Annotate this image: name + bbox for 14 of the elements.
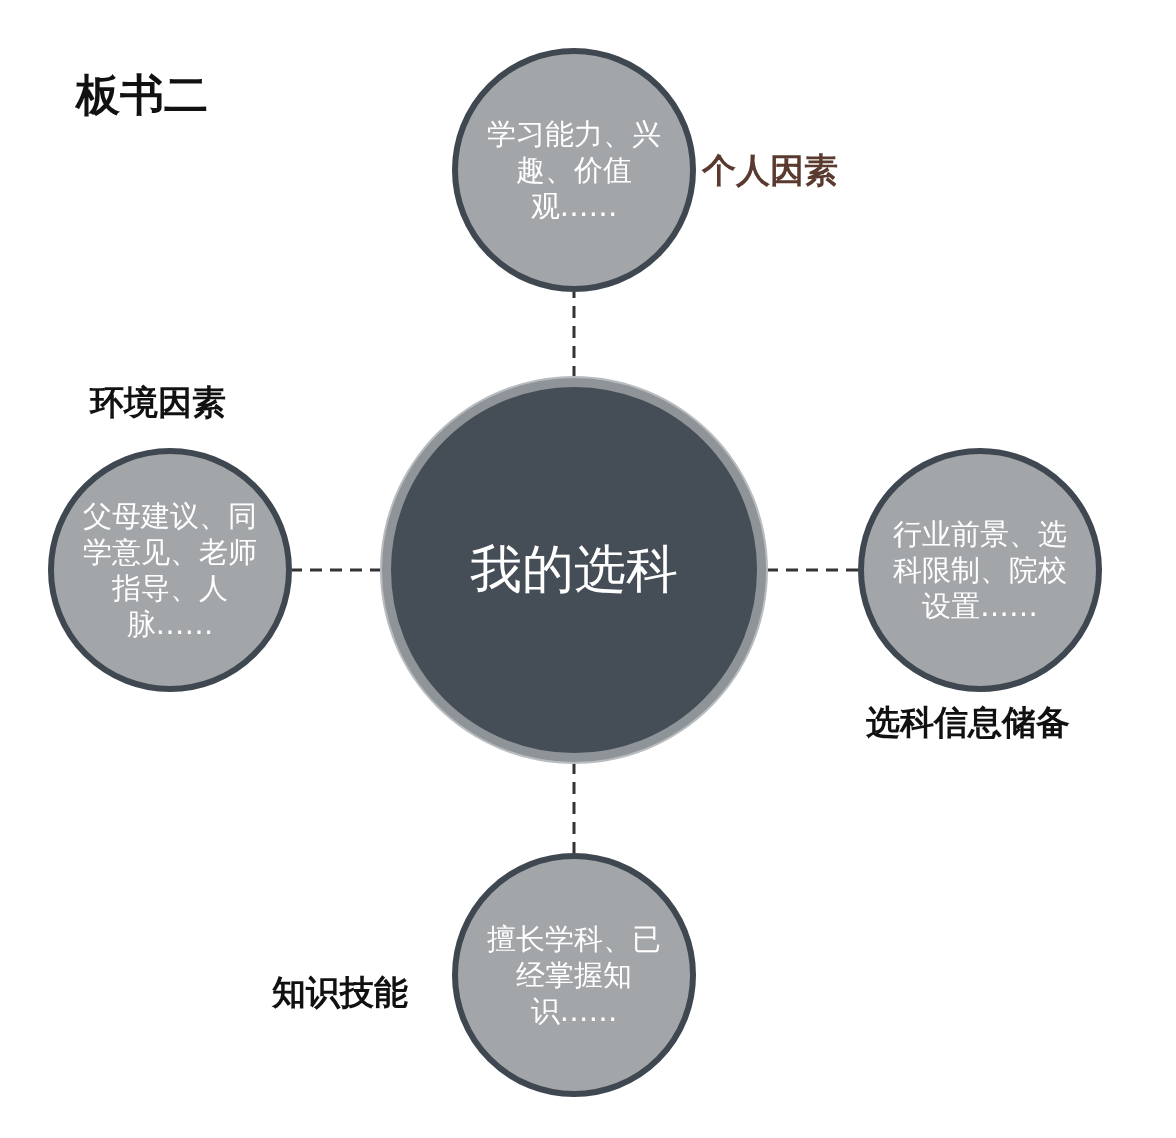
category-label: 环境因素 (90, 381, 226, 424)
central-topic: 我的选科 (470, 538, 678, 601)
category-label: 知识技能 (272, 971, 408, 1014)
node-text: 学习能力、兴趣、价值观…… (486, 115, 662, 225)
dashed-connector (292, 568, 382, 572)
title: 板书二 (76, 68, 208, 122)
dashed-connector (572, 762, 576, 853)
category-label: 选科信息储备 (866, 701, 1070, 744)
dashed-connector (766, 568, 858, 572)
category-label: 个人因素 (702, 149, 838, 192)
node-text: 擅长学科、已经掌握知识…… (486, 920, 662, 1030)
node-text: 父母建议、同学意见、老师指导、人脉…… (82, 497, 258, 643)
node-text: 行业前景、选科限制、院校设置…… (892, 515, 1068, 625)
dashed-connector (572, 292, 576, 378)
